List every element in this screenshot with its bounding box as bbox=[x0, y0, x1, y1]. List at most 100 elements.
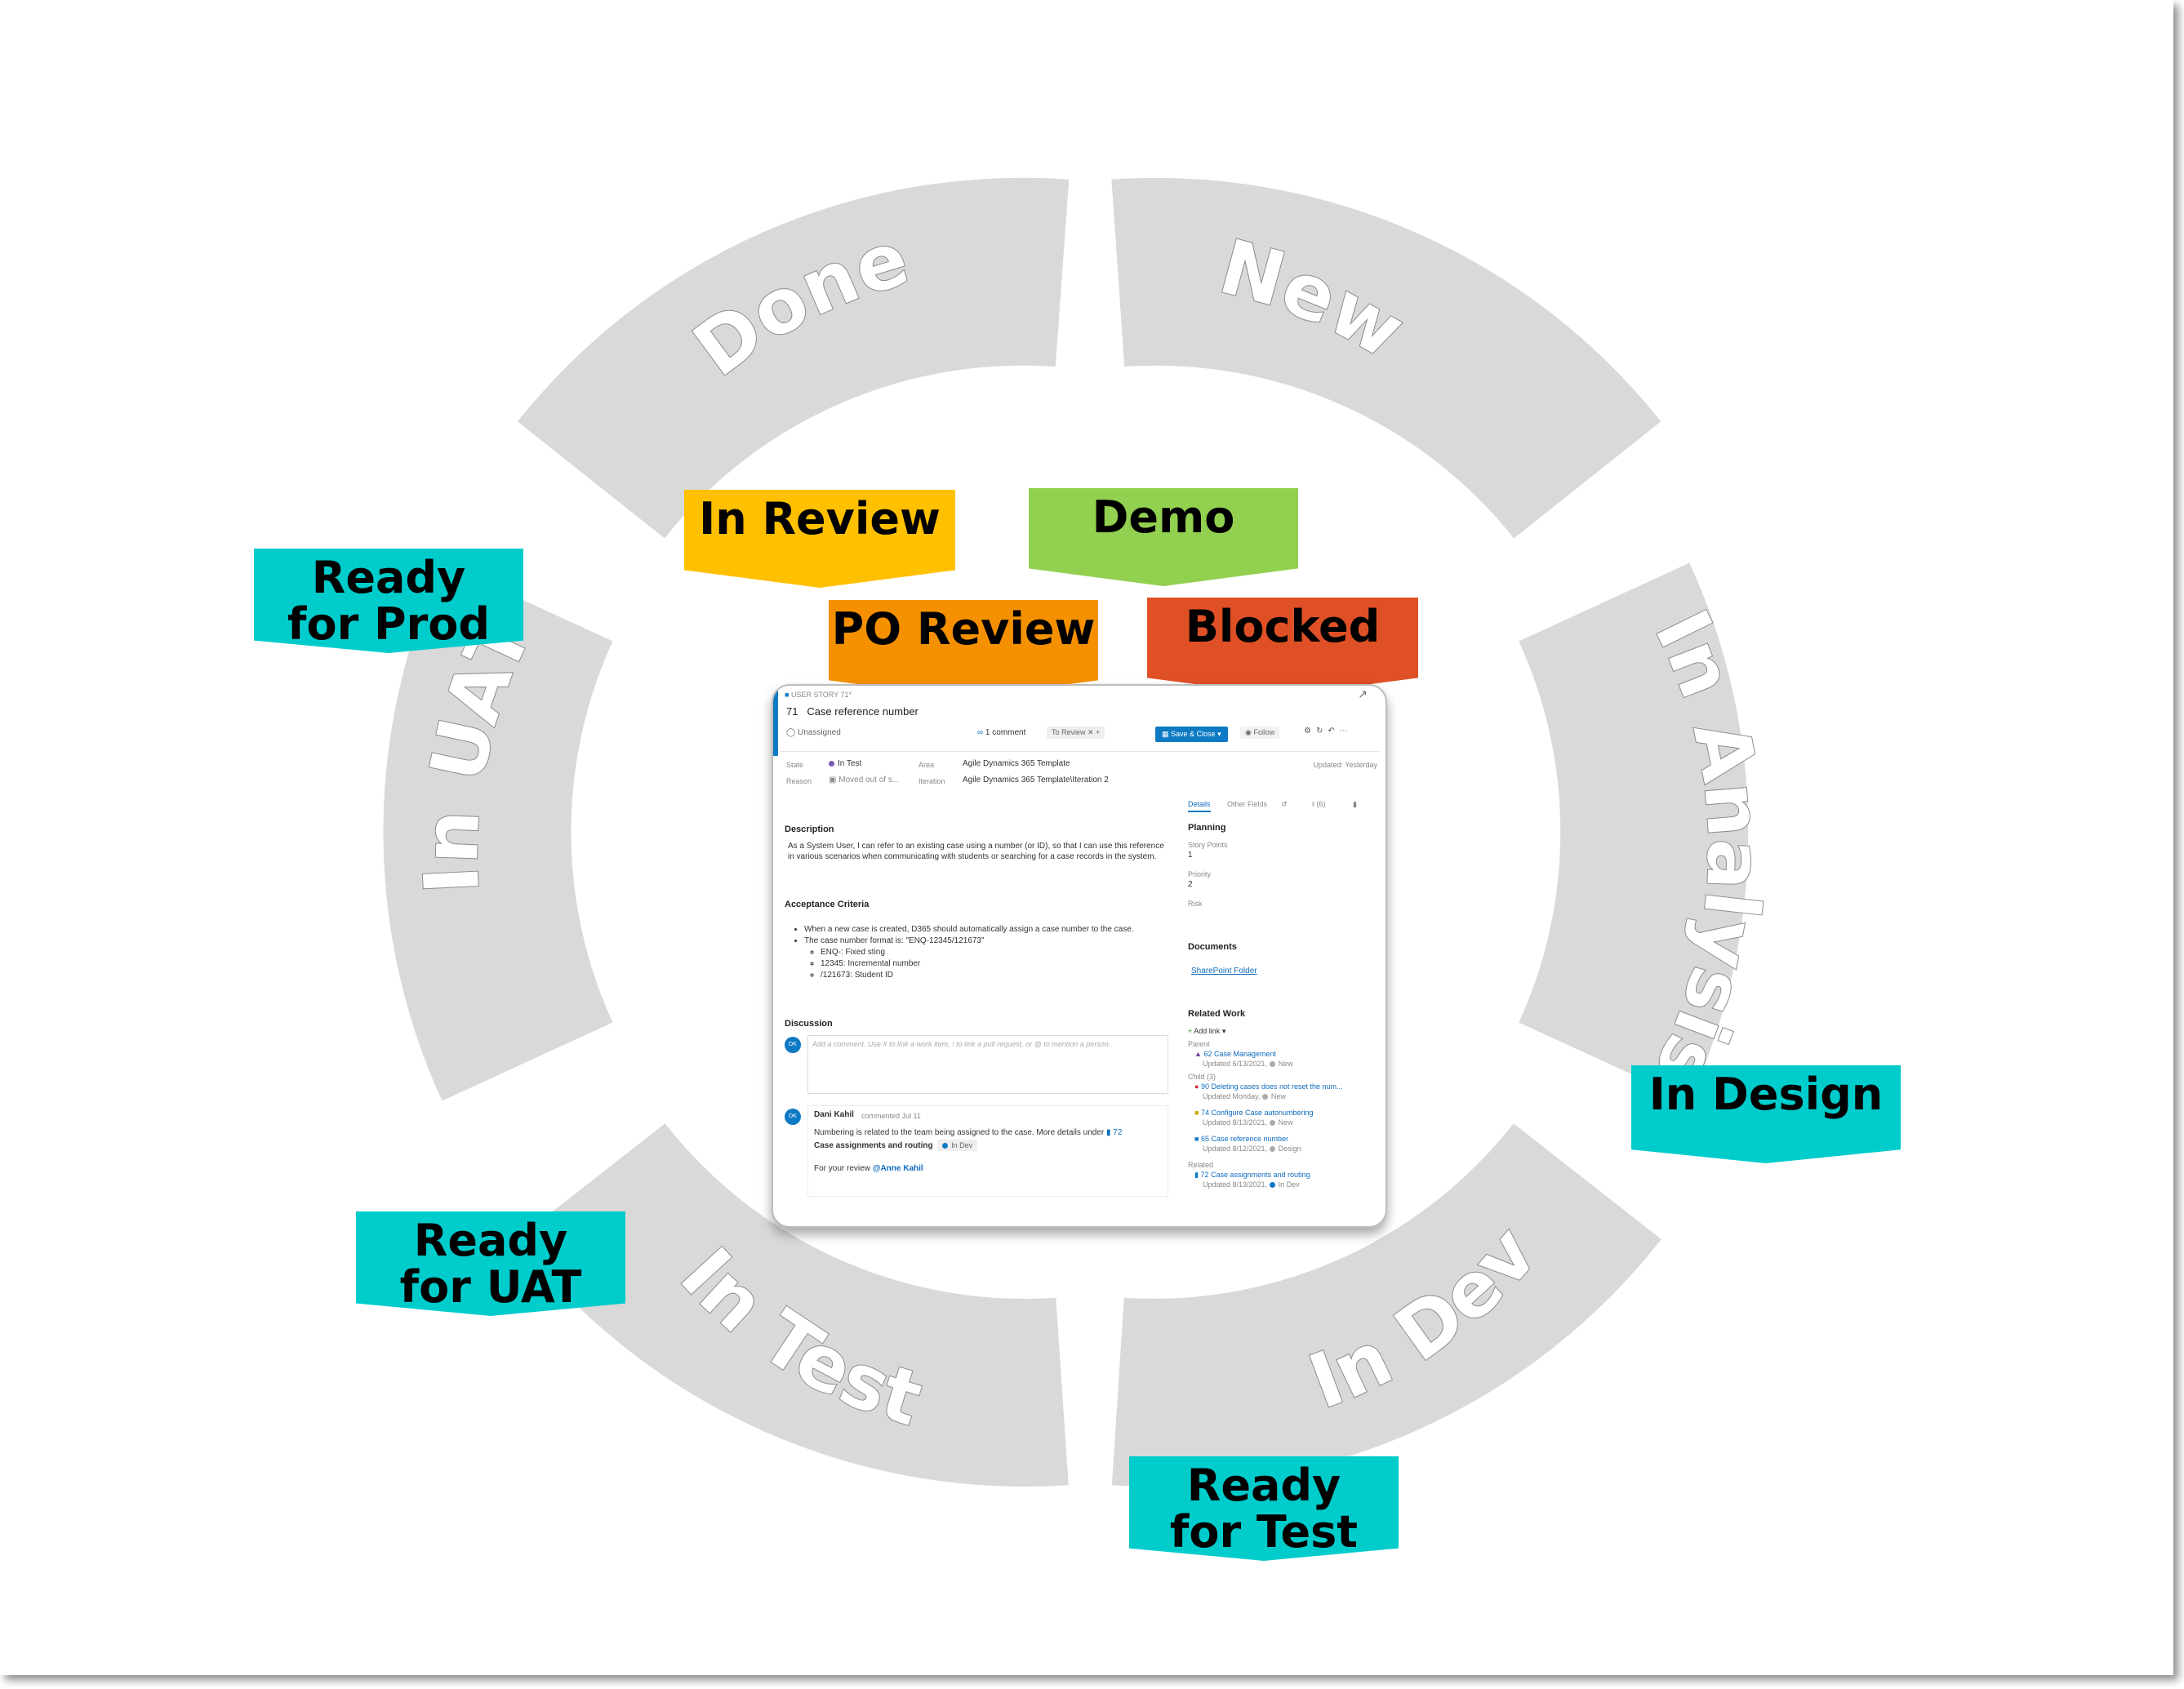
chevron-down-icon[interactable]: ▾ bbox=[1217, 730, 1221, 738]
tag-chip[interactable]: To Review ✕ + bbox=[1047, 727, 1105, 739]
planning-heading: Planning bbox=[1188, 823, 1226, 833]
follow-label: Follow bbox=[1253, 728, 1275, 736]
story-points-value[interactable]: 1 bbox=[1188, 851, 1193, 860]
tag-ready-for-uat-label: Ready for UAT bbox=[399, 1215, 582, 1313]
tag-blocked-label: Blocked bbox=[1185, 601, 1381, 652]
tag-ready-for-prod-label: Ready for Prod bbox=[287, 552, 490, 650]
segment-analysis bbox=[1518, 562, 1749, 1101]
ring-segments bbox=[383, 177, 1749, 1487]
related-item-title: 74 Configure Case autonumbering bbox=[1200, 1109, 1314, 1117]
related-item[interactable]: ▲ 62 Case Management bbox=[1194, 1050, 1276, 1058]
more-icon[interactable]: ⋯ bbox=[1339, 727, 1353, 736]
reason-field[interactable]: ▣ Moved out of s... bbox=[829, 776, 899, 784]
related-item-updated: Updated 8/12/2021, bbox=[1203, 1145, 1268, 1153]
link-icon: ∞ bbox=[977, 728, 984, 737]
comment-input[interactable] bbox=[807, 1035, 1168, 1094]
updated-label: Updated: Yesterday bbox=[1313, 761, 1377, 769]
description-text[interactable]: As a System User, I can refer to an exis… bbox=[788, 842, 1164, 861]
criteria-item: The case number format is: "ENQ-12345/12… bbox=[804, 936, 985, 945]
sharepoint-link[interactable]: SharePoint Folder bbox=[1191, 967, 1257, 976]
segment-test bbox=[517, 1122, 1069, 1487]
task-icon: ■ bbox=[1194, 1109, 1199, 1117]
follow-button[interactable]: ◉ Follow bbox=[1240, 727, 1280, 739]
tag-ready-for-test: Ready for Test bbox=[1129, 1456, 1399, 1561]
acceptance-criteria[interactable]: When a new case is created, D365 should … bbox=[790, 924, 1173, 981]
gear-icon[interactable]: ⚙ bbox=[1304, 727, 1316, 736]
work-item-header: 71 Case reference number bbox=[786, 705, 919, 718]
commenter-name[interactable]: Dani Kahil bbox=[814, 1110, 854, 1119]
comment-link-id[interactable]: 72 bbox=[1113, 1128, 1123, 1137]
toolbar-icons: ⚙↻↶⋯ bbox=[1304, 727, 1353, 736]
description-heading: Description bbox=[785, 824, 834, 834]
save-close-label: Save & Close bbox=[1171, 730, 1216, 738]
save-icon: ▦ bbox=[1162, 730, 1169, 738]
add-link-label: Add link bbox=[1194, 1027, 1221, 1035]
state-field[interactable]: In Test bbox=[829, 759, 861, 768]
close-icon[interactable]: ✕ bbox=[1088, 728, 1094, 736]
work-item-type-label: USER STORY 71* bbox=[790, 691, 852, 699]
priority-value[interactable]: 2 bbox=[1188, 880, 1193, 889]
related-item-meta: Updated 6/13/2021, New bbox=[1203, 1060, 1293, 1068]
attachment-icon[interactable]: ▮ bbox=[1353, 800, 1357, 808]
tag-chip-label: To Review bbox=[1052, 728, 1086, 736]
assignee-label: Unassigned bbox=[797, 728, 841, 737]
refresh-icon[interactable]: ↻ bbox=[1315, 727, 1328, 736]
tag-in-review: In Review bbox=[684, 490, 955, 588]
tag-in-design: In Design bbox=[1631, 1065, 1901, 1163]
card-accent-bar bbox=[773, 686, 778, 756]
related-item-updated: Updated 8/13/2021, bbox=[1203, 1180, 1268, 1189]
comments-count-label: 1 comment bbox=[985, 728, 1026, 737]
trophy-icon: ▲ bbox=[1194, 1050, 1202, 1058]
undo-icon[interactable]: ↶ bbox=[1328, 727, 1340, 736]
documents-heading: Documents bbox=[1188, 942, 1237, 952]
child-label: Child (3) bbox=[1188, 1073, 1217, 1081]
tab-details[interactable]: Details bbox=[1188, 800, 1211, 812]
expand-icon[interactable]: ↗ bbox=[1358, 687, 1368, 700]
save-close-button[interactable]: ▦ Save & Close ▾ bbox=[1155, 727, 1228, 742]
add-icon[interactable]: + bbox=[1096, 728, 1101, 736]
book-icon: ▮ bbox=[1194, 1171, 1199, 1179]
tab-links[interactable]: ℓ (6) bbox=[1312, 800, 1325, 808]
related-item[interactable]: ▮ 72 Case assignments and routing bbox=[1194, 1171, 1310, 1180]
work-item-type: ■ USER STORY 71* bbox=[785, 691, 852, 699]
criteria-sub-item: 12345: Incremental number bbox=[821, 958, 1173, 970]
criteria-sub-item: /121673: Student ID bbox=[821, 970, 1173, 981]
comment-mention[interactable]: @Anne Kahil bbox=[872, 1164, 923, 1173]
area-value[interactable]: Agile Dynamics 365 Template bbox=[963, 759, 1070, 768]
comment-card bbox=[807, 1105, 1168, 1197]
iteration-label: Iteration bbox=[919, 777, 945, 785]
related-item[interactable]: ■ 65 Case reference number bbox=[1194, 1135, 1288, 1143]
tag-ready-for-uat: Ready for UAT bbox=[356, 1211, 625, 1316]
tab-links-label: (6) bbox=[1316, 800, 1326, 808]
work-item-title[interactable]: Case reference number bbox=[807, 705, 919, 718]
eye-icon: ◉ bbox=[1245, 728, 1252, 736]
history-icon[interactable]: ↺ bbox=[1281, 800, 1288, 808]
related-label: Related bbox=[1188, 1161, 1214, 1169]
tag-in-review-label: In Review bbox=[699, 493, 941, 544]
related-item-updated: Updated 8/13/2021, bbox=[1203, 1118, 1268, 1127]
related-item-title: 90 Deleting cases does not reset the num… bbox=[1200, 1082, 1343, 1091]
tab-other-fields[interactable]: Other Fields bbox=[1227, 800, 1268, 808]
comments-count[interactable]: ∞ 1 comment bbox=[977, 728, 1025, 737]
tag-demo-label: Demo bbox=[1092, 491, 1235, 543]
bug-icon: ● bbox=[1194, 1082, 1199, 1091]
related-item[interactable]: ■ 74 Configure Case autonumbering bbox=[1194, 1109, 1314, 1117]
parent-label: Parent bbox=[1188, 1040, 1210, 1048]
comment-review-text: For your review bbox=[814, 1164, 870, 1173]
comment-link[interactable]: Case assignments and routing In Dev bbox=[814, 1140, 978, 1151]
comment-placeholder: Add a comment. Use # to link a work item… bbox=[812, 1040, 1111, 1048]
related-item-state: New bbox=[1270, 1092, 1286, 1100]
iteration-value[interactable]: Agile Dynamics 365 Template\Iteration 2 bbox=[963, 776, 1109, 784]
tag-ready-for-prod: Ready for Prod bbox=[254, 549, 523, 653]
related-item-updated: Updated 6/13/2021, bbox=[1203, 1060, 1268, 1068]
related-item[interactable]: ● 90 Deleting cases does not reset the n… bbox=[1194, 1082, 1343, 1091]
state-label: State bbox=[786, 761, 804, 769]
tag-po-review: PO Review bbox=[829, 600, 1098, 698]
tag-demo: Demo bbox=[1029, 488, 1298, 586]
segment-new bbox=[1111, 177, 1661, 540]
related-item-state: In Dev bbox=[1278, 1180, 1300, 1189]
criteria-sub-item: ENQ-: Fixed sting bbox=[821, 947, 1173, 958]
add-link-button[interactable]: + Add link ▾ bbox=[1188, 1027, 1226, 1035]
avatar: DK bbox=[785, 1037, 801, 1053]
assignee-field[interactable]: ◯ Unassigned bbox=[786, 728, 841, 737]
